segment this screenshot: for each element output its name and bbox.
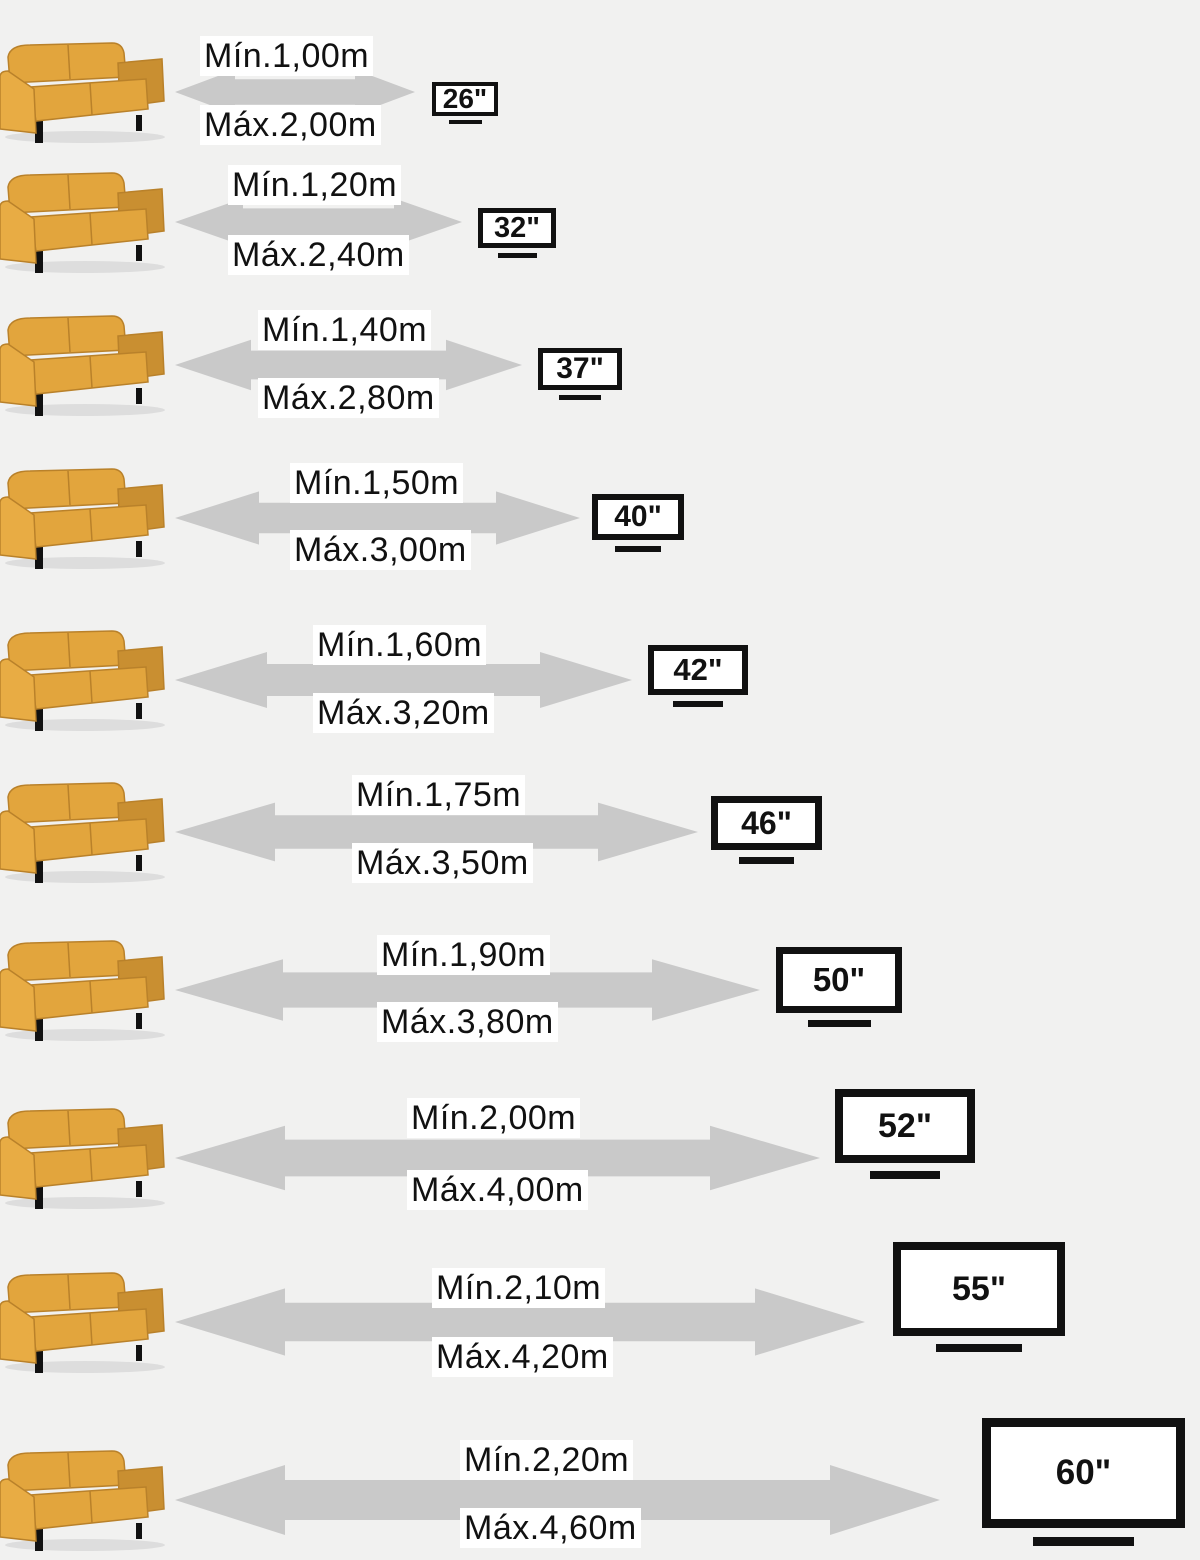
min-distance-label: Mín.1,90m	[377, 935, 551, 975]
tv-icon: 52"	[835, 1089, 975, 1163]
tv-stand	[807, 1020, 871, 1027]
tv-stand	[738, 857, 795, 864]
arrow-shape	[175, 1465, 940, 1535]
max-distance-label: Máx.3,50m	[352, 843, 533, 883]
arrow-shape	[175, 491, 580, 545]
max-distance-label: Máx.2,80m	[258, 378, 439, 418]
sofa-icon	[0, 1103, 168, 1213]
tv-icon: 40"	[592, 494, 684, 540]
min-distance-label: Mín.1,50m	[290, 463, 464, 503]
sofa-icon	[0, 310, 168, 420]
tv-stand	[559, 395, 601, 400]
max-distance-label: Máx.2,00m	[200, 105, 381, 145]
tv-stand	[673, 701, 723, 707]
max-distance-label: Máx.3,00m	[290, 530, 471, 570]
sofa-icon	[0, 463, 168, 573]
max-distance-label: Máx.4,60m	[460, 1508, 641, 1548]
sofa-icon	[0, 777, 168, 887]
min-distance-label: Mín.1,75m	[352, 775, 526, 815]
arrow-shape	[175, 339, 522, 391]
arrow-shape	[175, 959, 760, 1021]
max-distance-label: Máx.3,20m	[313, 693, 494, 733]
min-distance-label: Mín.1,20m	[228, 165, 402, 205]
tv-stand	[615, 546, 661, 552]
tv-size-label: 37"	[556, 352, 604, 385]
arrow-shape	[175, 652, 632, 708]
max-distance-label: Máx.3,80m	[377, 1002, 558, 1042]
tv-stand	[448, 120, 482, 124]
tv-stand	[870, 1171, 940, 1179]
tv-size-label: 26"	[442, 83, 488, 114]
min-distance-label: Mín.1,40m	[258, 310, 432, 350]
sofa-icon	[0, 625, 168, 735]
sofa-icon	[0, 37, 168, 147]
arrow-shape	[175, 69, 415, 115]
min-distance-label: Mín.1,60m	[313, 625, 487, 665]
min-distance-label: Mín.2,00m	[407, 1098, 581, 1138]
tv-size-label: 32"	[493, 211, 540, 244]
arrow-shape	[175, 198, 462, 246]
tv-icon: 37"	[538, 348, 622, 390]
tv-size-label: 50"	[812, 961, 866, 998]
tv-size-label: 46"	[741, 804, 792, 841]
tv-icon: 26"	[432, 82, 498, 116]
min-distance-label: Mín.1,00m	[200, 36, 374, 76]
tv-icon: 46"	[711, 796, 822, 850]
tv-size-label: 42"	[673, 652, 723, 687]
tv-stand	[936, 1344, 1022, 1352]
tv-icon: 32"	[478, 208, 556, 248]
tv-size-label: 52"	[878, 1106, 932, 1145]
arrow-shape	[175, 802, 698, 862]
sofa-icon	[0, 1267, 168, 1377]
tv-size-label: 40"	[614, 500, 662, 533]
arrow-shape	[175, 1125, 820, 1191]
tv-icon: 60"	[982, 1418, 1185, 1528]
max-distance-label: Máx.4,20m	[432, 1337, 613, 1377]
min-distance-label: Mín.2,10m	[432, 1268, 606, 1308]
tv-icon: 50"	[776, 947, 902, 1013]
max-distance-label: Máx.2,40m	[228, 235, 409, 275]
tv-size-label: 60"	[1055, 1453, 1112, 1492]
sofa-icon	[0, 935, 168, 1045]
tv-size-label: 55"	[952, 1269, 1006, 1308]
max-distance-label: Máx.4,00m	[407, 1170, 588, 1210]
arrow-shape	[175, 1288, 865, 1356]
sofa-icon	[0, 1445, 168, 1555]
sofa-icon	[0, 167, 168, 277]
tv-icon: 42"	[648, 645, 748, 695]
tv-icon: 55"	[893, 1242, 1065, 1336]
min-distance-label: Mín.2,20m	[460, 1440, 634, 1480]
tv-stand	[497, 253, 537, 258]
tv-stand	[1032, 1537, 1135, 1546]
